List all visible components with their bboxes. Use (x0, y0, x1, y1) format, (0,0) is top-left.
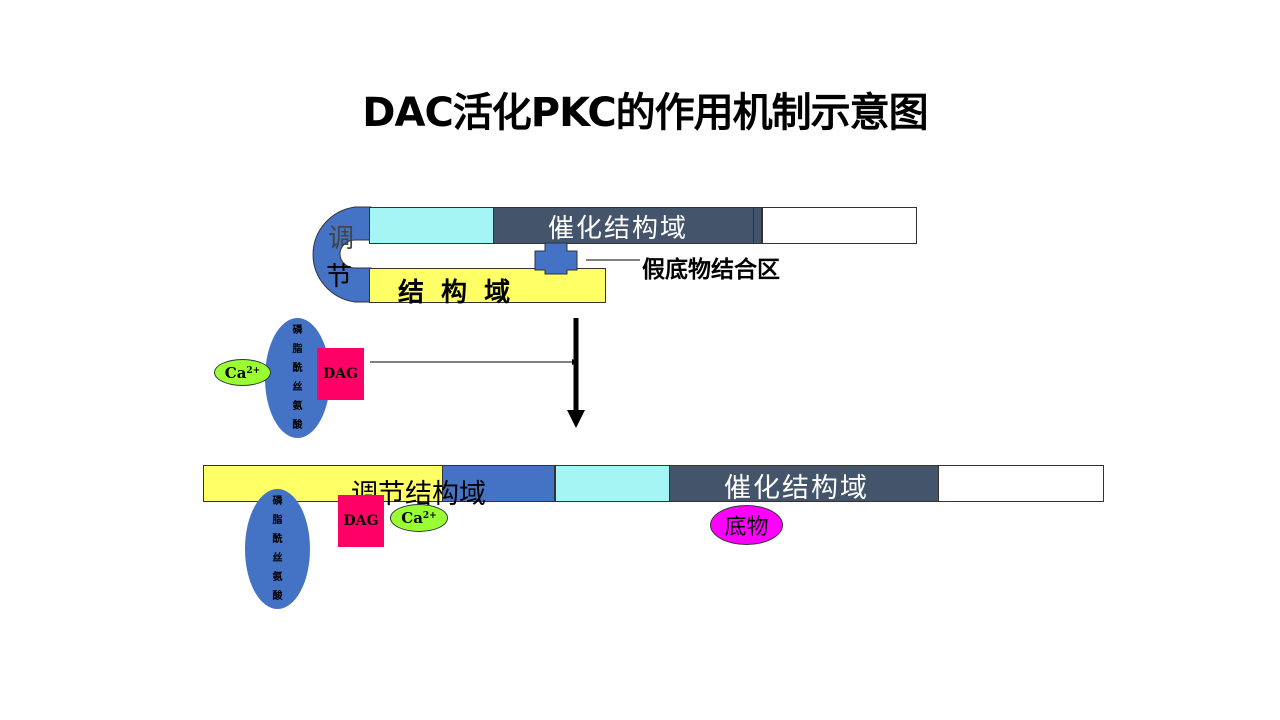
ps-char: 丝 (272, 553, 283, 564)
regulatory-domain-label: 结 构 域 (398, 278, 515, 308)
ps-char: 氨 (272, 572, 283, 583)
ca-symbol: Ca (224, 363, 247, 382)
ca-charge: 2+ (246, 365, 261, 376)
active-regulatory-blue (442, 465, 555, 502)
catalytic-domain-end (753, 207, 762, 244)
ps-char: 丝 (292, 382, 303, 393)
ps-char: 酰 (272, 534, 283, 545)
ps-char: 脂 (292, 344, 303, 355)
ps-char: 磷 (292, 325, 303, 336)
ca-symbol: Ca (401, 509, 423, 527)
dag-top: DAG (317, 348, 364, 400)
substrate: 底物 (710, 505, 783, 545)
active-hinge (555, 465, 670, 502)
ps-char: 磷 (272, 496, 283, 507)
ps-char: 酸 (272, 591, 283, 602)
catalytic-domain-label: 催化结构域 (548, 214, 689, 244)
page-title: DAC活化PKC的作用机制示意图 (362, 90, 928, 136)
active-catalytic-domain (669, 465, 939, 502)
pseudosubstrate-label: 假底物结合区 (642, 256, 780, 283)
hinge-segment (369, 207, 494, 244)
active-c-terminal (938, 465, 1104, 502)
catalytic-domain (493, 207, 762, 244)
dag-bottom: DAG (338, 495, 384, 547)
ps-char: 酸 (292, 420, 303, 431)
ps-char: 脂 (272, 515, 283, 526)
phosphatidylserine-bottom: 磷 脂 酰 丝 氨 酸 (245, 489, 310, 609)
active-catalytic-label: 催化结构域 (724, 473, 869, 504)
substrate-label: 底物 (724, 515, 769, 540)
ps-char: 酰 (292, 363, 303, 374)
regulatory-curve-label-2: 节 (326, 262, 353, 292)
ps-char: 氨 (292, 401, 303, 412)
c-terminal-segment (762, 207, 917, 244)
ca-charge: 2+ (422, 511, 437, 521)
active-regulatory-yellow (203, 465, 443, 502)
regulatory-curve-label-1: 调 (328, 224, 355, 254)
